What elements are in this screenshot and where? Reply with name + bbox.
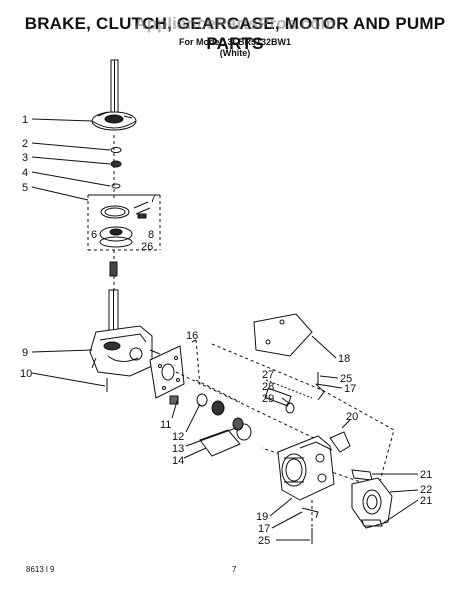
leader-lines [31,118,419,541]
callout-labels: 1 2 3 4 5 6 7 8 26 9 10 11 12 13 14 16 1… [20,114,432,547]
footer-page-number: 7 [232,565,237,574]
callout-12: 12 [172,431,184,443]
callout-18: 18 [338,353,350,365]
callout-19: 19 [256,511,268,523]
callout-3: 3 [22,152,28,164]
callout-10: 10 [20,368,32,380]
gearcase [89,325,161,377]
callout-17-bottom: 17 [258,523,270,535]
callout-11: 11 [160,419,171,431]
clamp-21-top [351,469,373,481]
callout-21-bottom: 21 [420,495,432,507]
model-line: For Model: 3LBR5132BW1 [178,37,292,47]
diagram-title: BRAKE, CLUTCH, GEARCASE, MOTOR AND PUMP … [24,14,446,53]
callout-4: 4 [22,167,28,179]
watermark-text: AppliancePartsPros.com [134,14,336,33]
clip-17-top [315,383,325,401]
callout-26: 26 [141,241,153,253]
clip-29 [285,402,295,414]
washer-4 [111,183,121,189]
callout-25-bottom: 25 [258,535,270,547]
callout-20: 20 [346,411,358,423]
callout-7: 7 [150,193,156,205]
nut-11 [169,395,179,405]
callout-13: 13 [172,443,184,455]
callout-14: 14 [172,455,184,467]
footer-code: 8613 l 9 [26,565,55,574]
clip-17-bottom [301,507,319,519]
brake-assembly [91,111,137,131]
callout-28: 28 [262,381,274,393]
callout-29: 29 [262,393,274,405]
color-line: (White) [219,48,251,58]
callout-27: 27 [262,369,274,381]
coupling-13 [232,417,244,431]
clamp-21-bottom [361,519,383,527]
shaft-spring [109,261,118,277]
callout-2: 2 [22,138,28,150]
coupling-12 [196,393,252,441]
agitator-shaft [110,59,119,113]
pump-motor [277,435,335,501]
clutch-box [87,194,161,251]
callout-9: 9 [22,347,28,359]
callout-16: 16 [186,330,198,342]
mounting-plate [149,345,185,399]
pump-22 [351,477,393,529]
callout-8: 8 [148,229,154,241]
washer-3 [110,160,122,168]
gasket-18 [253,313,313,357]
shield-14 [199,429,241,457]
callout-17-top: 17 [344,383,356,395]
callout-22: 22 [420,484,432,496]
callout-5: 5 [22,182,28,194]
callout-21-top: 21 [420,469,432,481]
callout-6: 6 [91,229,97,241]
washer-2 [110,147,122,153]
callout-1: 1 [22,114,28,126]
clip-28 [264,387,292,407]
callout-25-top: 25 [340,373,352,385]
bracket-20 [329,431,351,453]
